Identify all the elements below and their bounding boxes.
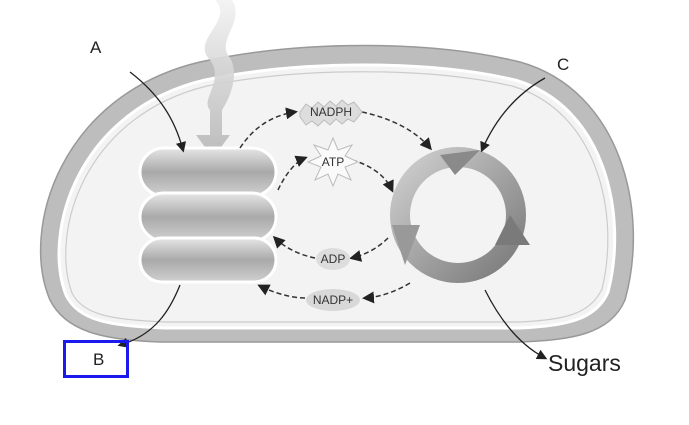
adp-badge: ADP bbox=[316, 248, 350, 270]
label-a: A bbox=[90, 38, 102, 57]
label-sugars: Sugars bbox=[548, 350, 621, 376]
label-b: B bbox=[93, 350, 105, 369]
highlight-box-b[interactable] bbox=[63, 340, 129, 378]
calvin-cycle-icon bbox=[390, 147, 530, 283]
thylakoid-stack bbox=[138, 146, 278, 284]
nadp-label: NADP+ bbox=[313, 293, 353, 307]
light-arrow bbox=[196, 0, 236, 158]
adp-label: ADP bbox=[321, 252, 346, 266]
atp-label: ATP bbox=[322, 155, 344, 169]
nadph-label: NADPH bbox=[310, 105, 352, 119]
label-c: C bbox=[557, 55, 570, 74]
atp-badge: ATP bbox=[306, 136, 360, 188]
nadph-badge: NADPH bbox=[299, 99, 363, 127]
nadp-badge: NADP+ bbox=[306, 289, 360, 311]
